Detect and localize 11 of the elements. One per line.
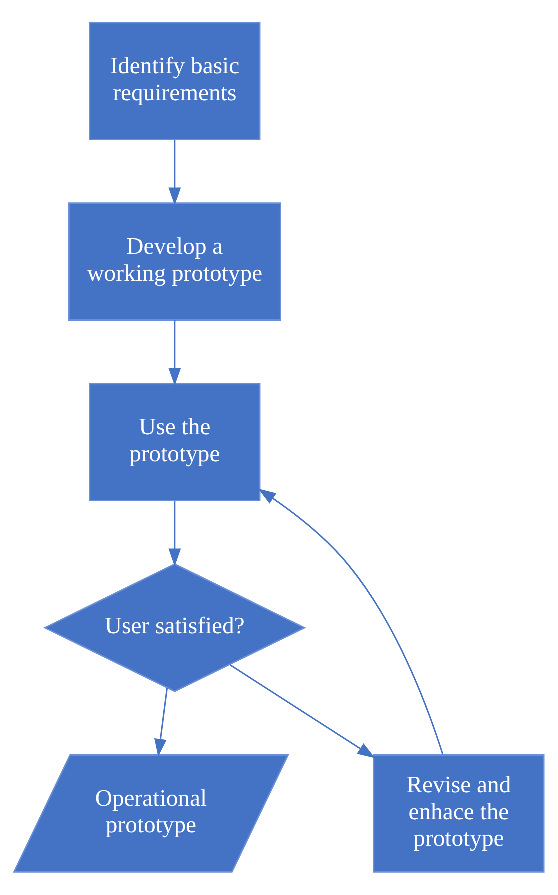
node-box: Revise and enhace the prototype (373, 754, 545, 873)
arrow (230, 664, 376, 758)
node-box: Develop a working prototype (68, 202, 282, 322)
arrow (154, 688, 168, 757)
node-diamond: User satisfied? (43, 564, 306, 692)
arrow (168, 501, 182, 567)
arrow (168, 140, 182, 206)
node-box: Identify basic requirements (89, 22, 261, 141)
node-box: Use the prototype (89, 383, 261, 502)
arrow (168, 320, 182, 386)
arrow (258, 488, 444, 755)
